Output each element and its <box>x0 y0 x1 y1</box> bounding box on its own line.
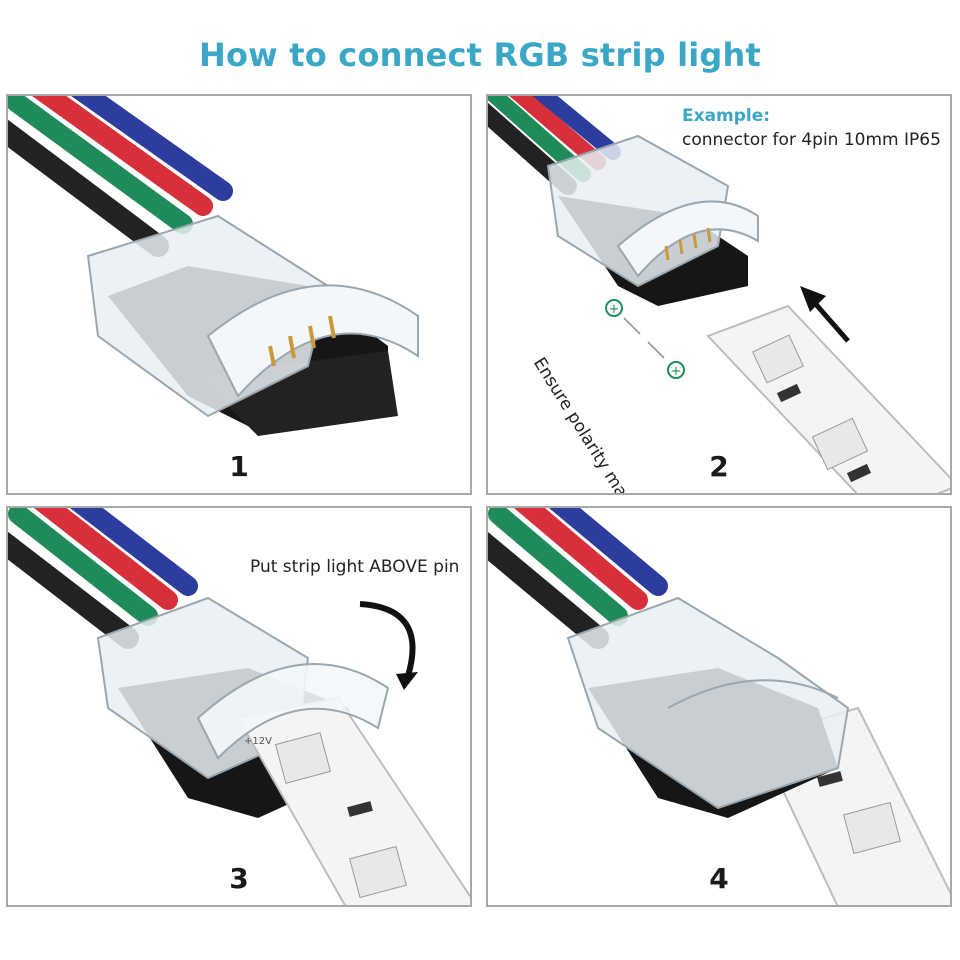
connector-illustration: +12V <box>8 508 470 905</box>
rgb-wires <box>488 508 668 649</box>
step-2-panel: + + Example: connector for 4pin 10mm IP6… <box>486 94 952 495</box>
connector-body <box>86 214 419 436</box>
example-title: Example: <box>682 106 771 126</box>
step-number: 1 <box>229 450 249 483</box>
step-number: 3 <box>229 862 249 895</box>
svg-text:+: + <box>609 302 620 317</box>
step-1-panel: 1 <box>6 94 472 495</box>
polarity-plus-icons: + + <box>605 299 685 379</box>
example-description: connector for 4pin 10mm IP65 <box>682 130 941 150</box>
connector-body <box>546 134 759 306</box>
hint-text: Put strip light ABOVE pin <box>250 557 460 577</box>
step-4-panel: 4 <box>486 506 952 907</box>
curved-arrow <box>359 601 418 690</box>
step-number: 4 <box>709 862 729 895</box>
clip-lid <box>196 663 390 760</box>
rgb-wires <box>8 508 198 649</box>
svg-text:+: + <box>671 364 682 379</box>
connector-illustration: + + <box>488 96 950 493</box>
up-left-arrow <box>800 286 850 343</box>
rgb-wires <box>8 96 233 257</box>
connector-body <box>566 596 850 818</box>
connector-illustration <box>488 508 950 905</box>
connector-illustration <box>8 96 419 436</box>
step-number: 2 <box>709 450 729 483</box>
strip-light <box>706 304 950 493</box>
strip-voltage-label: +12V <box>244 736 272 747</box>
gold-pins <box>268 315 336 367</box>
step-3-panel: +12V Put strip light ABOVE pin 3 <box>6 506 472 907</box>
page-title: How to connect RGB strip light <box>198 36 761 74</box>
